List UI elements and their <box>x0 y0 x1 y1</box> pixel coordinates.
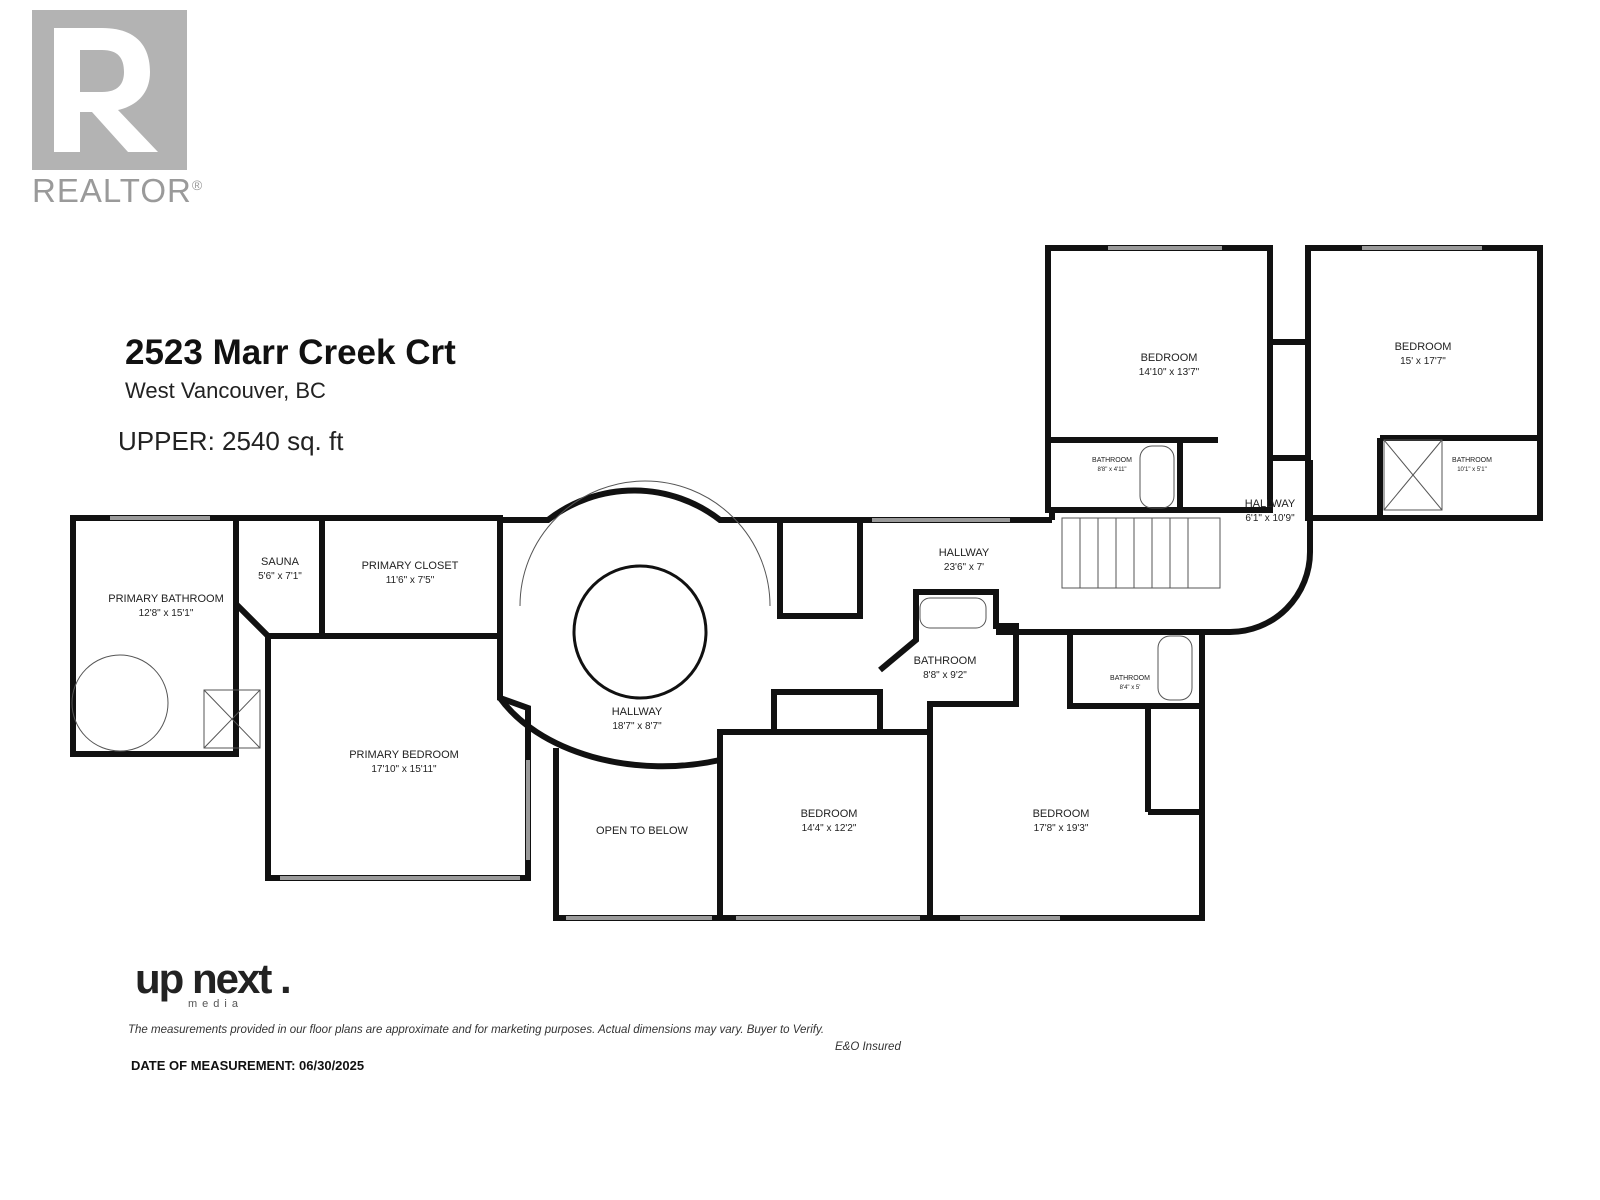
room-bathroom-top-left-name: BATHROOM <box>1092 457 1132 464</box>
realtor-logo: REALTOR® <box>32 10 208 210</box>
room-sauna-name: SAUNA <box>261 556 300 568</box>
room-primary-bathroom-name: PRIMARY BATHROOM <box>108 593 224 605</box>
room-bedroom-large-dims: 17'8" x 19'3" <box>1034 823 1089 834</box>
realtor-r-logo-icon <box>32 10 187 170</box>
brand-subtitle: media <box>188 998 243 1010</box>
room-bathroom-top-right-dims: 10'1" x 5'1" <box>1457 467 1487 473</box>
room-sauna-dims: 5'6" x 7'1" <box>258 571 302 582</box>
property-address: 2523 Marr Creek Crt <box>125 333 456 372</box>
room-bedroom-top-left-dims: 14'10" x 13'7" <box>1139 367 1200 378</box>
room-hallway-long-dims: 23'6" x 7' <box>944 562 984 573</box>
room-bathroom-mid-name: BATHROOM <box>914 655 977 667</box>
room-bedroom-mid-dims: 14'4" x 12'2" <box>802 823 857 834</box>
room-hallway-long-name: HALLWAY <box>939 547 990 559</box>
room-bathroom-small-name: BATHROOM <box>1110 675 1150 682</box>
room-primary-bathroom-dims: 12'8" x 15'1" <box>139 608 194 619</box>
room-hallway-round-dims: 18'7" x 8'7" <box>612 721 662 732</box>
room-hallway-small-dims: 6'1" x 10'9" <box>1245 513 1295 524</box>
room-primary-bedroom-dims: 17'10" x 15'11" <box>371 764 437 775</box>
room-primary-bedroom-name: PRIMARY BEDROOM <box>349 749 459 761</box>
disclaimer-text: The measurements provided in our floor p… <box>128 1024 825 1036</box>
room-bedroom-mid-name: BEDROOM <box>801 808 858 820</box>
measurement-date: DATE OF MEASUREMENT: 06/30/2025 <box>131 1058 365 1073</box>
floor-area: UPPER: 2540 sq. ft <box>118 426 344 456</box>
room-bedroom-top-right-dims: 15' x 17'7" <box>1400 356 1446 367</box>
room-bathroom-top-left-dims: 8'8" x 4'11" <box>1097 467 1126 473</box>
room-bedroom-top-left-name: BEDROOM <box>1141 352 1198 364</box>
property-city: West Vancouver, BC <box>125 378 326 403</box>
room-bedroom-top-right-name: BEDROOM <box>1395 341 1452 353</box>
room-hallway-round-name: HALLWAY <box>612 706 663 718</box>
room-open-to-below-name: OPEN TO BELOW <box>596 825 689 837</box>
room-hallway-small-name: HALLWAY <box>1245 498 1296 510</box>
room-bathroom-small-dims: 8'4" x 5' <box>1120 685 1141 691</box>
registered-mark: ® <box>191 177 204 193</box>
room-bedroom-large-name: BEDROOM <box>1033 808 1090 820</box>
brand-logo: up next . <box>135 955 292 1002</box>
room-bathroom-mid-dims: 8'8" x 9'2" <box>923 670 967 681</box>
realtor-wordmark: REALTOR <box>32 172 192 209</box>
insured-text: E&O Insured <box>835 1041 901 1053</box>
room-primary-closet-name: PRIMARY CLOSET <box>362 560 459 572</box>
room-primary-closet-dims: 11'6" x 7'5" <box>386 575 435 586</box>
room-bathroom-top-right-name: BATHROOM <box>1452 457 1492 464</box>
